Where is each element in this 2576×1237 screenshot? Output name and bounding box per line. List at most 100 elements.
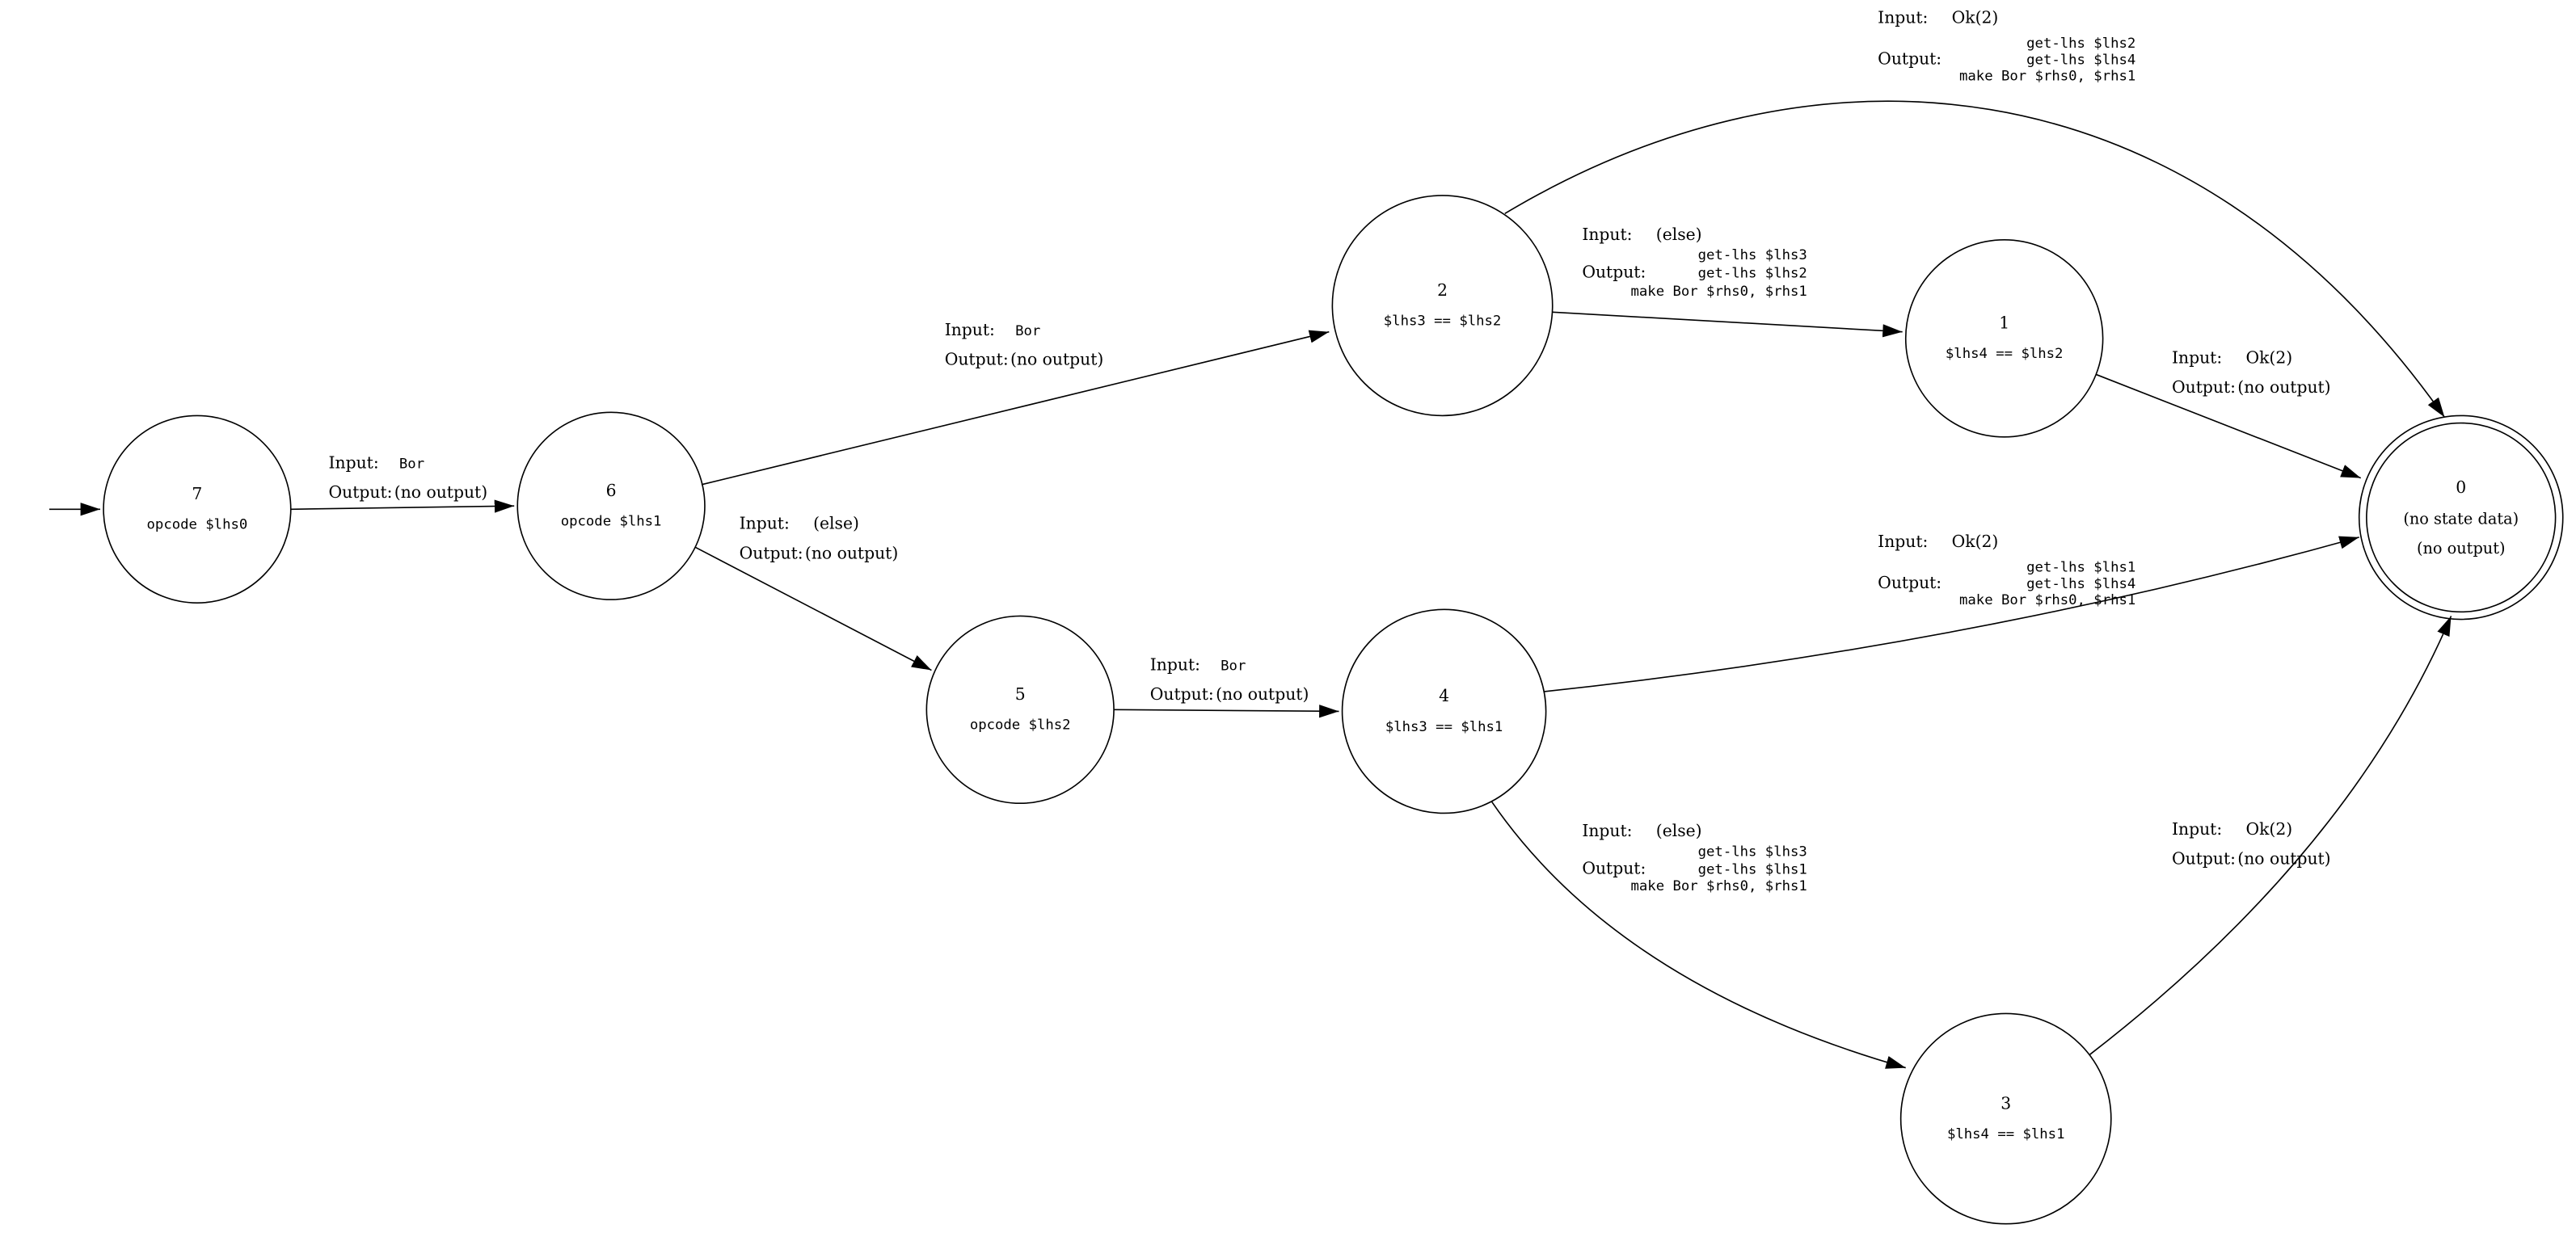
node-outer-circle [2358,414,2564,621]
node-detail: $lhs3 == $lhs2 [1384,313,1502,330]
output-prefix: Output: [1878,573,1941,592]
edge-label-1-0: Input:Ok(2) Output:(no output) [2172,347,2331,397]
edge-input-row: Input:Ok(2) [2172,819,2292,839]
output-line: make Bor $rhs0, $rhs1 [1631,878,1807,894]
output-value: (no output) [1010,349,1103,368]
edge-output-row: Output:(no output) [945,349,1104,368]
edge-6-to-2 [701,330,1330,486]
node-detail: $lhs4 == $lhs2 [1946,346,2064,362]
edge-2-to-0 [1504,100,2446,418]
output-value: (no output) [2237,848,2330,868]
input-value: Bor [1221,658,1246,675]
edge-label-5-4: Input: Bor Output:(no output) [1150,655,1309,705]
output-value: (no output) [394,482,487,502]
node-detail: $lhs3 == $lhs1 [1385,719,1503,735]
output-prefix: Output: [740,543,803,562]
node-circle [1331,195,1554,417]
state-node-5: 5 opcode $lhs2 [925,615,1115,805]
edge-input-row: Input: (else) [740,514,859,533]
edge-input-row: Input: Ok(2) [1878,7,1998,27]
state-node-7: 7 opcode $lhs0 [103,414,292,604]
output-line: make Bor $rhs0, $rhs1 [1959,69,2135,85]
edge-1-to-0 [2096,373,2362,479]
edge-label-7-6: Input: Bor Output:(no output) [329,452,488,502]
input-value: Ok(2) [1952,532,1999,551]
input-prefix: Input: [1582,225,1632,244]
output-line: get-lhs $lhs1 [2026,560,2135,576]
edge-input-row: Input: Bor [1150,655,1246,675]
input-prefix: Input: [1582,821,1632,840]
node-id: 7 [192,484,202,503]
edge-input-row: Input: Bor [329,452,425,472]
output-line: get-lhs $lhs4 [2026,52,2135,68]
output-prefix: Output: [1582,263,1646,282]
state-node-6: 6 opcode $lhs1 [516,411,706,600]
output-prefix: Output: [1582,859,1646,878]
node-detail: (no state data) [2403,510,2519,528]
input-value: (else) [813,514,859,533]
output-line: make Bor $rhs0, $rhs1 [1631,284,1807,300]
node-id: 3 [2001,1093,2011,1113]
output-line: get-lhs $lhs3 [1698,247,1807,263]
node-circle [516,411,706,600]
edge-label-2-1: Input:(else) get-lhs $lhs3 Output: get-l… [1582,225,1807,300]
edge-output-row: Output:(no output) [2172,377,2331,397]
node-inner-circle [2366,422,2557,613]
edge-input-row: Input:Ok(2) [2172,347,2292,367]
edge-2-to-1 [1552,311,1903,338]
node-detail: opcode $lhs1 [561,514,662,530]
output-prefix: Output: [2172,848,2236,868]
edge-input-row: Input: Bor [945,320,1041,339]
input-prefix: Input: [2172,347,2222,367]
input-prefix: Input: [1150,655,1200,675]
edge-5-to-4 [1114,705,1339,718]
input-value: Bor [399,456,424,472]
input-prefix: Input: [945,320,995,339]
edge-output-row: Output:(no output) [740,543,899,562]
input-value: Ok(2) [1952,7,1999,27]
edge-label-3-0: Input:Ok(2) Output:(no output) [2172,819,2331,869]
node-circle [925,615,1115,805]
input-prefix: Input: [1878,7,1928,27]
input-value: Ok(2) [2245,819,2292,839]
state-node-0: 0 (no state data) (no output) [2358,414,2564,621]
node-id: 0 [2456,478,2466,497]
output-line: get-lhs $lhs2 [1698,266,1807,282]
output-prefix: Output: [1878,48,1941,68]
node-id: 1 [1999,313,2009,333]
node-id: 6 [606,481,617,500]
edge-label-4-3: Input:(else) get-lhs $lhs3 Output: get-l… [1582,821,1807,894]
output-value: (no output) [2237,377,2330,397]
node-circle [1899,1012,2112,1225]
state-node-4: 4 $lhs3 == $lhs1 [1341,608,1547,814]
output-line: make Bor $rhs0, $rhs1 [1959,592,2135,608]
node-id: 5 [1015,684,1026,704]
output-prefix: Output: [329,482,393,502]
node-id: 2 [1437,280,1448,300]
output-line: get-lhs $lhs1 [1698,862,1807,878]
input-prefix: Input: [1878,532,1928,551]
edge-label-6-5: Input: (else) Output:(no output) [740,514,899,563]
input-prefix: Input: [740,514,790,533]
state-node-3: 3 $lhs4 == $lhs1 [1899,1012,2112,1225]
input-prefix: Input: [329,452,379,472]
output-prefix: Output: [1150,684,1214,704]
edge-label-2-0: Input:Ok(2) get-lhs $lhs2 Output: get-lh… [1878,7,2135,84]
state-node-1: 1 $lhs4 == $lhs2 [1904,239,2104,438]
edge-label-6-2: Input: Bor Output:(no output) [945,320,1104,369]
edge-output-row: Output:(no output) [329,482,488,502]
output-value: (no output) [1216,684,1309,704]
edge-6-to-5 [694,546,932,671]
node-detail: $lhs4 == $lhs1 [1947,1126,2065,1142]
edge-input-row: Input: Ok(2) [1878,532,1998,551]
edge-label-4-0: Input:Ok(2) get-lhs $lhs1 Output: get-lh… [1878,532,2135,608]
input-value: Bor [1015,323,1040,339]
output-value: (no output) [805,543,898,562]
node-detail-2: (no output) [2417,539,2506,557]
output-prefix: Output: [2172,377,2236,397]
edge-4-to-3 [1490,801,1906,1069]
output-line: get-lhs $lhs3 [1698,844,1807,860]
output-prefix: Output: [945,349,1009,368]
node-circle [1904,239,2104,438]
